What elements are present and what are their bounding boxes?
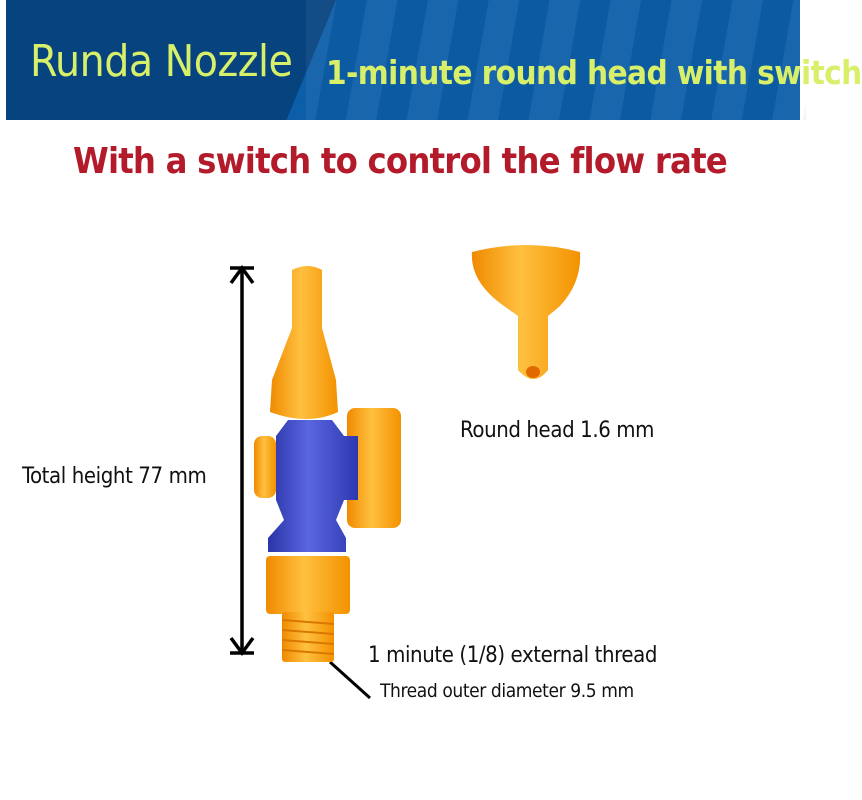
thread-label: 1 minute (1/8) external thread xyxy=(368,643,658,668)
banner-subtitle: 1-minute round head with switch xyxy=(326,53,862,92)
headline: With a switch to control the flow rate xyxy=(73,141,728,182)
brand-title: Runda Nozzle xyxy=(30,36,293,87)
thread-leader-line xyxy=(328,660,372,700)
nozzle-illustration xyxy=(229,245,581,700)
nozzle-tip xyxy=(270,266,338,419)
banner-left-panel xyxy=(6,0,336,120)
header-banner: Runda Nozzle 1-minute round head with sw… xyxy=(6,0,862,120)
banner-pattern xyxy=(306,0,806,120)
height-dimension-arrow xyxy=(229,265,255,656)
thread-diameter-label: Thread outer diameter 9.5 mm xyxy=(380,680,634,702)
hex-nut xyxy=(266,556,350,614)
switch-lever xyxy=(347,408,401,528)
switch-side-tab xyxy=(254,436,276,498)
total-height-label: Total height 77 mm xyxy=(22,464,207,489)
external-thread xyxy=(281,612,335,662)
nozzle-with-switch xyxy=(254,266,401,662)
round-head-label: Round head 1.6 mm xyxy=(460,418,655,443)
round-head-nozzle xyxy=(471,245,581,379)
valve-body xyxy=(268,420,358,552)
